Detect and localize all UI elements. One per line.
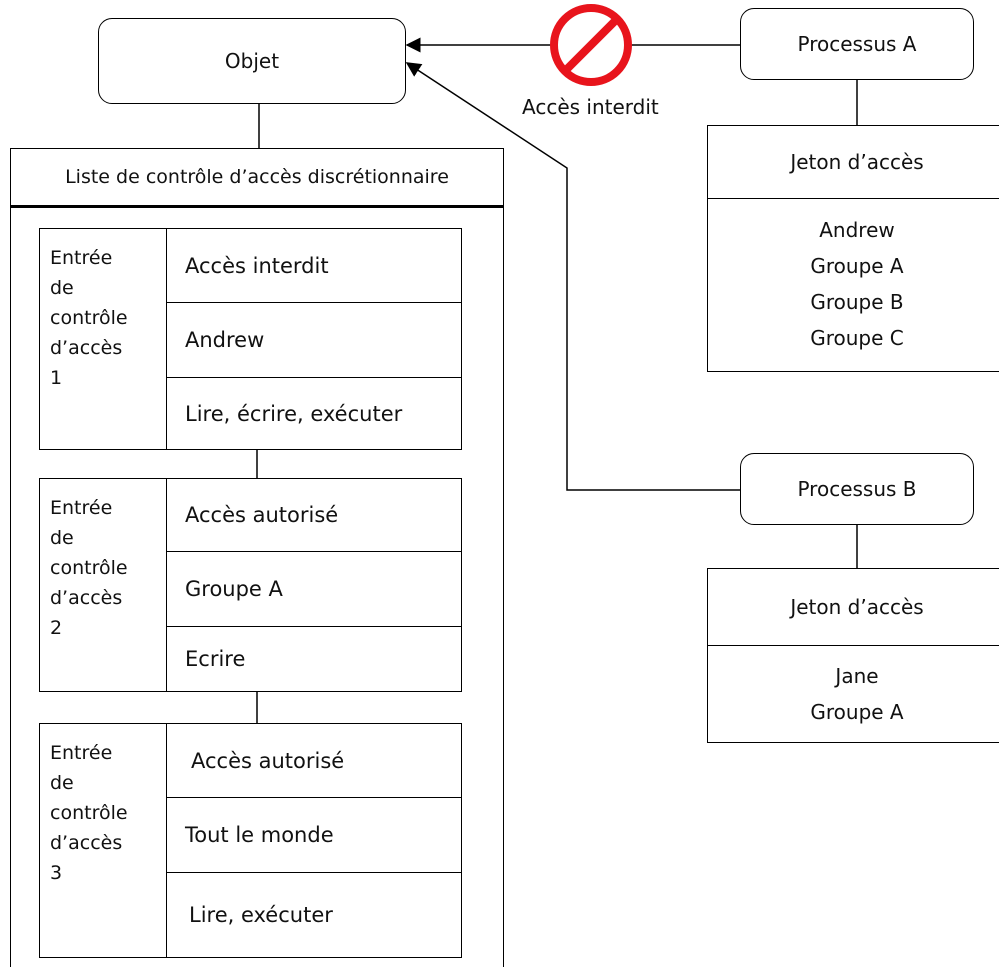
token-entry: Groupe A [810,254,904,278]
access-token-a[interactable]: Jeton d’accès Andrew Groupe A Groupe B G… [707,125,999,372]
arrow-process-b-to-object [405,62,740,491]
token-a-title: Jeton d’accès [708,126,999,199]
token-b-title: Jeton d’accès [708,569,999,646]
token-b-entries: Jane Groupe A [708,646,999,730]
ace-rights: Lire, écrire, exécuter [185,401,403,426]
dacl-container: Liste de contrôle d’accès discrétionnair… [10,148,504,967]
process-b-node[interactable]: Processus B [740,453,974,525]
ace-type: Accès autorisé [167,479,461,552]
ace-principal: Groupe A [167,552,461,627]
process-b-label: Processus B [797,477,917,501]
denied-caption: Accès interdit [522,95,659,119]
prohibited-icon [550,4,632,86]
dacl-title: Liste de contrôle d’accès discrétionnair… [11,149,503,208]
object-node[interactable]: Objet [98,18,406,104]
token-entry: Groupe C [810,326,904,350]
ace-type: Accès interdit [167,229,461,303]
token-entry: Jane [835,664,879,688]
object-label: Objet [224,49,280,73]
token-entry: Groupe B [810,290,904,314]
token-entry: Groupe A [810,700,904,724]
ace-rights: Ecrire [185,647,246,671]
token-entry: Andrew [819,218,895,242]
ace-principal: Tout le monde [167,798,461,873]
access-token-b[interactable]: Jeton d’accès Jane Groupe A [707,568,999,743]
ace-type: Accès autorisé [167,724,461,798]
process-a-label: Processus A [797,32,917,56]
ace-principal: Andrew [167,303,461,378]
token-a-entries: Andrew Groupe A Groupe B Groupe C [708,199,999,356]
ace-rights: Lire, exécuter [189,903,333,927]
process-a-node[interactable]: Processus A [740,8,974,80]
